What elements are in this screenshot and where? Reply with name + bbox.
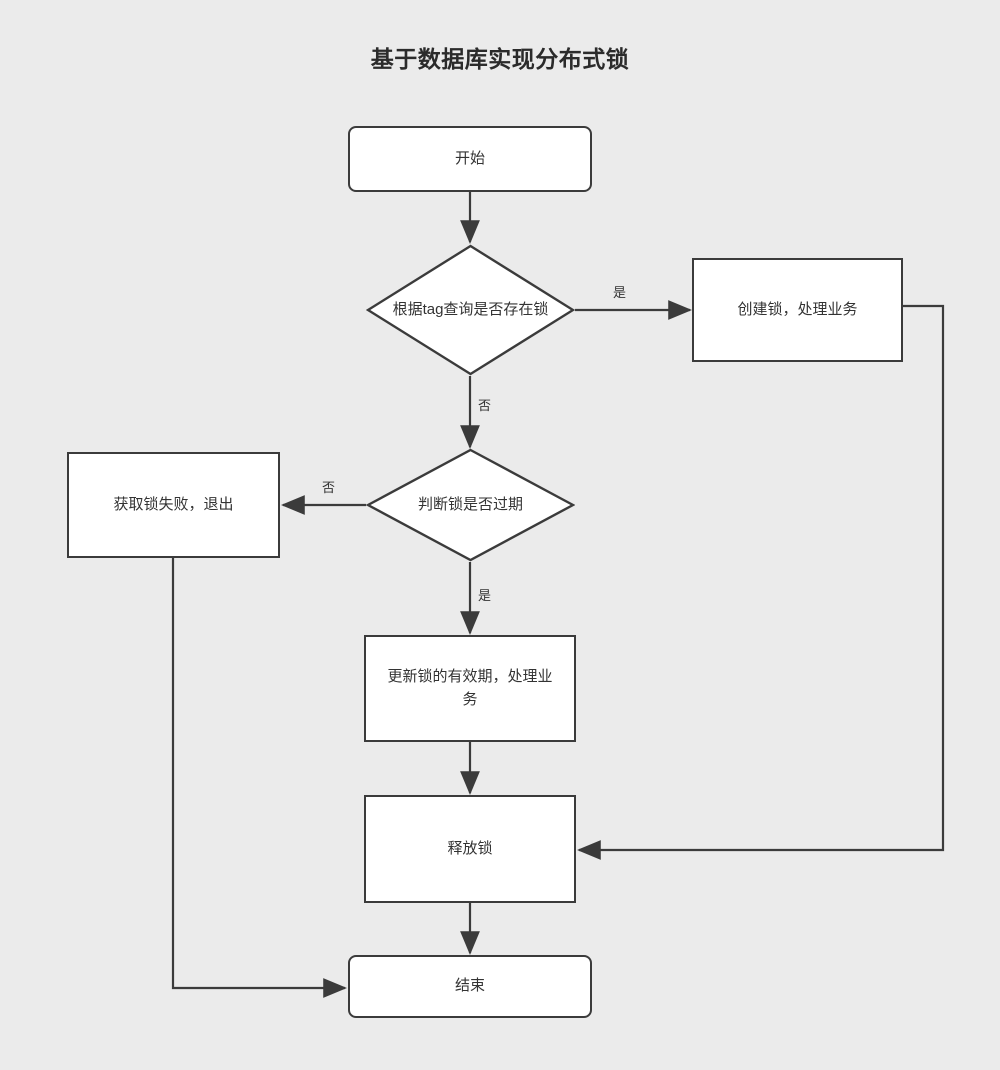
- node-start-label: 开始: [454, 149, 485, 167]
- node-end[interactable]: 结束: [348, 955, 592, 1018]
- edge-label-check-to-create: 是: [613, 285, 627, 300]
- node-check-expired-label: 判断锁是否过期: [417, 495, 523, 513]
- node-create-lock[interactable]: 创建锁，处理业务: [692, 258, 903, 362]
- node-check-lock[interactable]: 根据tag查询是否存在锁: [366, 244, 575, 376]
- diamond-shape: [366, 448, 575, 562]
- node-acquire-failed[interactable]: 获取锁失败，退出: [67, 452, 280, 558]
- edge-failed-to-end: [171, 558, 347, 998]
- edge-create-to-release: [577, 304, 945, 860]
- edge-label-expired-to-renew: 是: [478, 588, 492, 603]
- node-check-expired[interactable]: 判断锁是否过期: [366, 448, 575, 562]
- page-title: 基于数据库实现分布式锁: [370, 46, 630, 72]
- edge-label-check-to-expired: 否: [478, 398, 492, 413]
- node-renew-lock[interactable]: 更新锁的有效期，处理业务: [364, 635, 576, 742]
- node-renew-lock-label: 更新锁的有效期，处理业务: [387, 668, 553, 708]
- node-acquire-failed-label: 获取锁失败，退出: [113, 495, 234, 513]
- edge-label-expired-to-failed: 否: [322, 480, 336, 495]
- node-release-lock[interactable]: 释放锁: [364, 795, 576, 903]
- node-release-lock-label: 释放锁: [447, 839, 493, 857]
- diamond-shape: [366, 244, 575, 376]
- node-start[interactable]: 开始: [348, 126, 592, 192]
- node-end-label: 结束: [454, 977, 485, 995]
- node-create-lock-label: 创建锁，处理业务: [737, 300, 858, 318]
- node-check-lock-label: 根据tag查询是否存在锁: [392, 300, 549, 318]
